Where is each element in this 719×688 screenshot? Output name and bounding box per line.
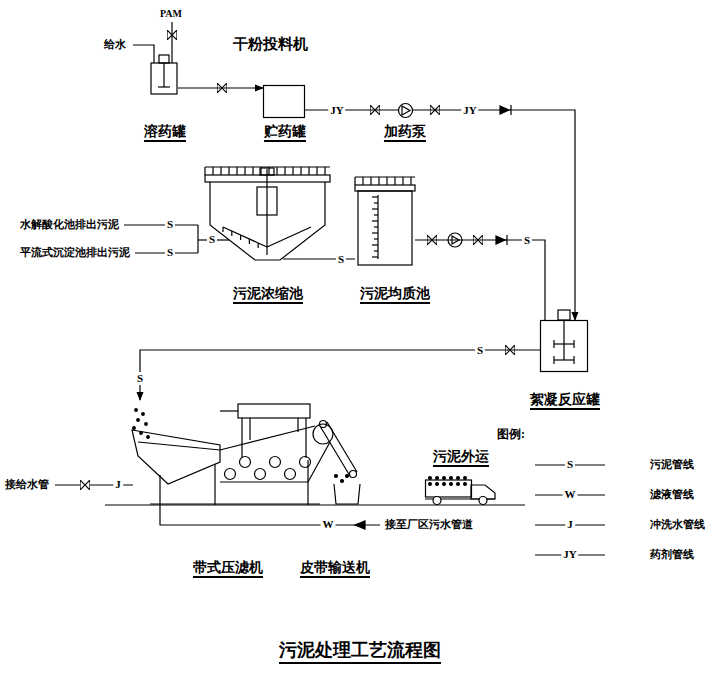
text-label: 接至厂区污水管道 [385,518,473,531]
text-label: S [165,246,175,259]
equipment-shape [398,103,413,118]
equipment-shape [540,320,588,372]
pam-feed [133,22,177,63]
legend-samples [535,465,605,555]
text-label: 给水 [104,38,126,51]
sludge-pump-set [427,233,515,355]
equipment-label: 污泥浓缩池 [233,286,303,304]
filtrate-line [160,505,380,529]
pipe-connector [305,109,398,110]
text-label: W [563,488,578,501]
text-label: S [135,372,145,385]
pipe-label: S [475,344,485,357]
caption: 污泥处理工艺流程图 [279,640,441,664]
text-label: S [565,458,575,471]
equipment-node: 絮凝反应罐 [540,320,588,372]
equipment-node: 污泥外运 [425,475,497,505]
ground-line [105,504,525,505]
pipe-label: JY [328,104,345,117]
equipment-shape [355,185,415,265]
pipe-label: JY [461,104,478,117]
pipe-connector [140,350,540,400]
text-label: S [207,233,217,246]
equipment-label: 加药泵 [384,124,426,142]
pipe-connector [413,110,575,320]
source-sludge-lines [124,225,229,253]
pipe-connector [415,240,545,320]
text-label: PAM [160,8,182,20]
text-label: 接给水管 [5,478,49,491]
legend-text: 滤液管线 [650,488,694,501]
equipment-label: 絮凝反应罐 [530,392,600,410]
equipment-shape [263,85,305,118]
legend-text: 药剂管线 [650,548,694,561]
text-label: S [165,218,175,231]
equipment-label: 污泥均质池 [360,286,430,304]
text-label: 水解酸化池排出污泥 [20,218,119,231]
pipe-label: S [522,234,532,247]
equipment-node: 污泥均质池 [355,185,415,265]
text-label: 干粉投料机 [233,36,308,53]
text-label: W [321,518,336,531]
pipe-label: S [336,253,346,266]
equipment-node: 贮药罐 [263,85,305,118]
equipment-shape [150,55,178,95]
equipment-label: 带式压滤机 [193,560,263,578]
equipment-shape [425,475,497,505]
equipment-label: 贮药罐 [264,124,306,142]
equipment-shape [318,420,363,505]
equipment-label: 污泥外运 [433,449,489,467]
equipment-shape [205,175,330,262]
equipment-node: 皮带输送机 [318,420,363,505]
legend-text: 污泥管线 [650,458,694,471]
pipe-connector [178,87,263,88]
equipment-node: 污泥浓缩池 [205,175,330,262]
equipment-label: 皮带输送机 [300,560,370,578]
text-label: 平流式沉淀池排出污泥 [20,246,130,259]
equipment-shape [120,400,335,505]
text-label: J [113,478,123,491]
legend-text: 冲洗水管线 [650,518,705,531]
falling-sludge [133,409,349,483]
equipment-node: 加药泵 [398,103,413,118]
equipment-node: 带式压滤机 [120,400,335,505]
text-label: JY [561,548,578,561]
equipment-label: 溶药罐 [144,124,186,142]
text-label: J [565,518,575,531]
equipment-node: 溶药罐 [150,55,178,95]
text-label: 图例: [497,428,525,442]
